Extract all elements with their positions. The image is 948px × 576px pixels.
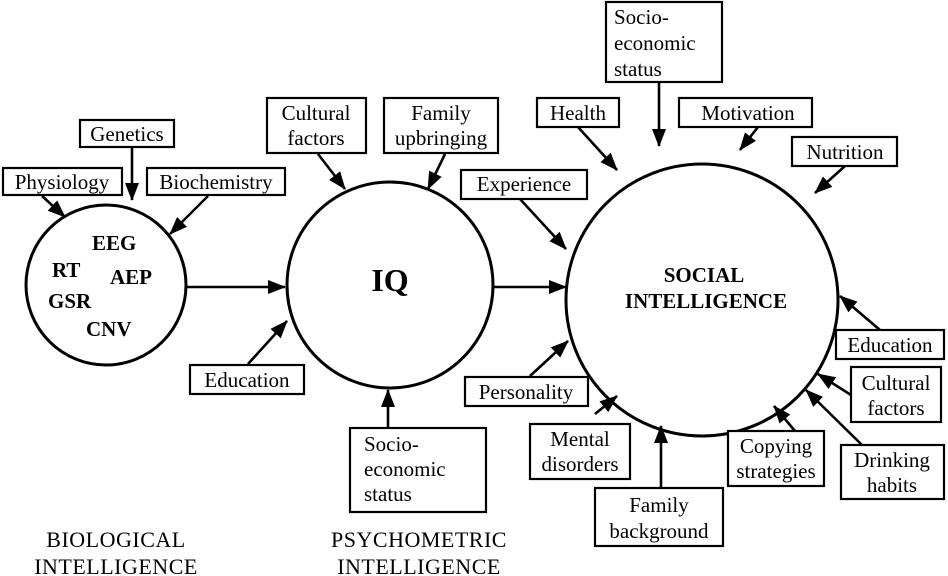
box-experience: Experience xyxy=(459,168,589,201)
svg-text:factors: factors xyxy=(287,126,344,150)
svg-text:Motivation: Motivation xyxy=(701,101,795,125)
arrow-cultural-factors-social xyxy=(817,372,852,397)
svg-text:status: status xyxy=(364,482,412,506)
box-mental-disorders: Mental disorders xyxy=(528,422,632,481)
marker-eeg: EEG xyxy=(92,231,136,255)
box-family-upbringing: Family upbringing xyxy=(382,96,500,155)
svg-text:Biochemistry: Biochemistry xyxy=(159,170,273,194)
svg-text:Cultural: Cultural xyxy=(282,101,351,125)
caption-biological-line1: BIOLOGICAL xyxy=(46,527,185,552)
svg-text:Health: Health xyxy=(550,101,606,125)
box-education-iq: Education xyxy=(188,363,306,396)
box-copying-strategies: Copying strategies xyxy=(726,429,826,488)
social-label-line2: INTELLIGENCE xyxy=(625,289,787,313)
arrow-copying-strategies xyxy=(773,405,796,432)
svg-text:Nutrition: Nutrition xyxy=(807,140,884,164)
box-cultural-factors-iq: Cultural factors xyxy=(265,96,368,155)
svg-text:strategies: strategies xyxy=(736,459,815,483)
svg-text:Genetics: Genetics xyxy=(90,122,163,146)
svg-text:Physiology: Physiology xyxy=(15,170,110,194)
caption-psychometric-line1: PSYCHOMETRIC xyxy=(331,527,507,552)
arrow-cultural-factors-iq xyxy=(316,153,347,190)
arrow-experience xyxy=(519,198,567,250)
box-genetics: Genetics xyxy=(78,118,176,149)
caption-biological-line2: INTELLIGENCE xyxy=(34,554,198,576)
box-family-background: Family background xyxy=(593,486,725,548)
arrow-drinking-habits xyxy=(805,389,863,446)
box-motivation: Motivation xyxy=(677,96,814,129)
svg-text:economic: economic xyxy=(614,31,696,55)
biological-intelligence-circle xyxy=(24,203,188,367)
svg-text:Socio-: Socio- xyxy=(614,5,669,29)
social-intelligence-circle xyxy=(564,162,840,438)
arrow-family-upbringing xyxy=(426,153,447,190)
arrow-personality xyxy=(529,340,569,377)
svg-text:Drinking: Drinking xyxy=(854,448,930,472)
arrow-education-social xyxy=(839,295,881,331)
arrow-motivation xyxy=(738,126,760,151)
svg-text:economic: economic xyxy=(364,457,446,481)
arrow-physiology xyxy=(41,195,66,218)
svg-text:Socio-: Socio- xyxy=(364,432,419,456)
psychometric-intelligence-circle xyxy=(285,180,495,390)
svg-text:upbringing: upbringing xyxy=(395,126,488,150)
svg-text:Personality: Personality xyxy=(479,380,574,404)
svg-text:status: status xyxy=(614,57,662,81)
box-nutrition: Nutrition xyxy=(790,135,899,168)
svg-text:Cultural: Cultural xyxy=(862,371,931,395)
svg-text:background: background xyxy=(609,519,709,543)
svg-text:Mental: Mental xyxy=(550,427,610,451)
box-physiology: Physiology xyxy=(1,166,124,197)
box-health: Health xyxy=(535,96,621,129)
arrow-nutrition xyxy=(814,165,846,194)
svg-text:disorders: disorders xyxy=(542,452,619,476)
svg-text:Copying: Copying xyxy=(740,434,813,458)
marker-rt: RT xyxy=(52,258,80,282)
social-label-line1: SOCIAL xyxy=(664,263,745,287)
box-socioeconomic-social: Socio- economic status xyxy=(604,0,724,84)
box-socioeconomic-iq: Socio- economic status xyxy=(348,426,488,514)
svg-text:habits: habits xyxy=(867,473,917,497)
svg-text:Experience: Experience xyxy=(477,172,571,196)
arrow-health xyxy=(577,126,618,171)
box-biochemistry: Biochemistry xyxy=(145,166,287,197)
marker-gsr: GSR xyxy=(48,289,92,313)
caption-psychometric-line2: INTELLIGENCE xyxy=(337,554,501,576)
marker-aep: AEP xyxy=(110,265,152,289)
box-drinking-habits: Drinking habits xyxy=(839,443,946,501)
arrow-biochemistry xyxy=(169,195,209,235)
arrow-education-iq xyxy=(247,320,288,365)
box-personality: Personality xyxy=(463,375,590,408)
box-cultural-factors-social: Cultural factors xyxy=(849,365,943,424)
svg-text:Family: Family xyxy=(629,493,689,517)
svg-text:Education: Education xyxy=(847,333,933,357)
svg-text:Education: Education xyxy=(204,368,290,392)
iq-label: IQ xyxy=(371,262,408,298)
box-education-social: Education xyxy=(834,328,946,361)
marker-cnv: CNV xyxy=(86,317,132,341)
arrow-mental-disorders xyxy=(594,394,618,416)
svg-text:Family: Family xyxy=(411,101,471,125)
svg-text:factors: factors xyxy=(867,396,924,420)
